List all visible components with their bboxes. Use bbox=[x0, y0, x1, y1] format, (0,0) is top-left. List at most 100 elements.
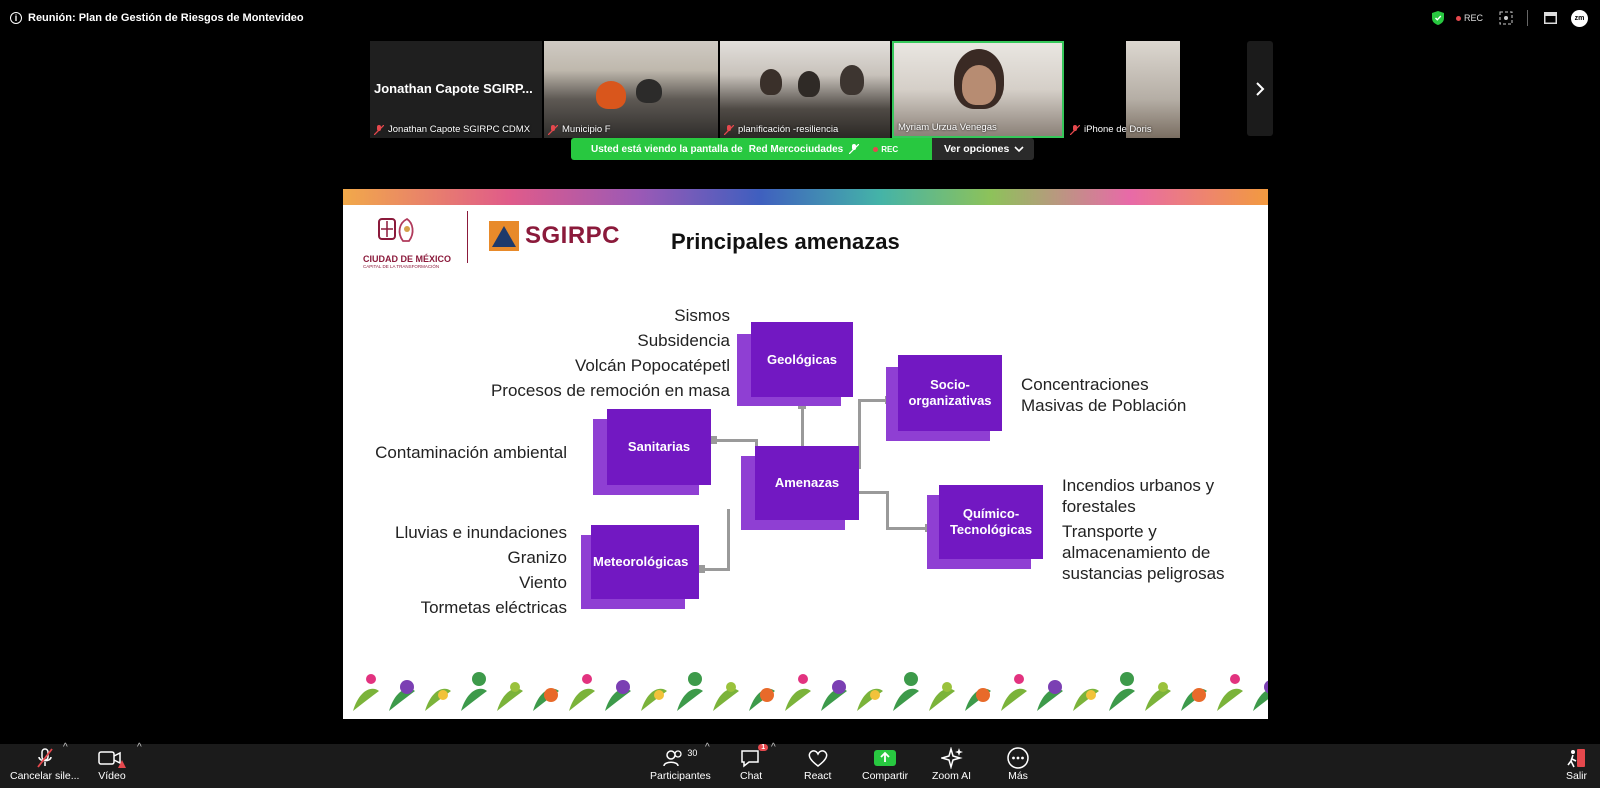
audio-options-caret-icon[interactable]: ^ bbox=[63, 742, 68, 753]
layout-grid-icon[interactable] bbox=[1544, 12, 1557, 24]
active-speaker-tile[interactable]: Myriam Urzua Venegas bbox=[892, 41, 1064, 138]
muted-mic-icon bbox=[724, 124, 734, 135]
decor-leaf bbox=[353, 688, 379, 711]
box-socio-organizativas: Socio- organizativas bbox=[886, 355, 1004, 441]
muted-mic-icon bbox=[849, 144, 860, 154]
participant-name-row: planificación -resiliencia bbox=[724, 124, 838, 135]
title-bar: i Reunión: Plan de Gestión de Riesgos de… bbox=[0, 0, 1600, 36]
rec-dot-icon bbox=[873, 146, 879, 152]
mute-button[interactable]: Cancelar sile... bbox=[10, 746, 79, 782]
decor-flower bbox=[1014, 674, 1024, 684]
leave-label: Salir bbox=[1566, 770, 1588, 782]
decor-leaf bbox=[569, 688, 595, 711]
react-label: React bbox=[804, 770, 832, 782]
list-item: Transporte y bbox=[1062, 522, 1157, 541]
video-options-caret-icon[interactable]: ^ bbox=[137, 742, 142, 753]
decor-leaf bbox=[677, 688, 703, 711]
decor-leaf bbox=[821, 688, 847, 711]
shared-slide: CIUDAD DE MÉXICO CAPITAL DE LA TRANSFORM… bbox=[343, 189, 1268, 719]
quimico-list: Incendios urbanos y forestales Transport… bbox=[1062, 475, 1225, 584]
decor-flower bbox=[1086, 690, 1096, 700]
logo-divider bbox=[467, 211, 468, 263]
view-mode-icon[interactable] bbox=[1499, 11, 1513, 25]
participant-name: Myriam Urzua Venegas bbox=[898, 122, 997, 133]
sgirpc-triangle-icon bbox=[489, 221, 519, 251]
list-item: Tormetas eléctricas bbox=[420, 598, 567, 617]
decor-leaf bbox=[605, 688, 631, 711]
decor-leaf bbox=[929, 688, 955, 711]
decor-leaf bbox=[1037, 688, 1063, 711]
connector-line bbox=[858, 399, 886, 402]
decor-flower bbox=[1048, 680, 1062, 694]
list-item: Masivas de Población bbox=[1021, 396, 1187, 415]
decor-flower bbox=[726, 682, 736, 692]
list-item: Sismos bbox=[674, 306, 730, 325]
muted-mic-icon bbox=[1070, 124, 1080, 135]
decor-leaf bbox=[425, 688, 451, 711]
participant-tile[interactable]: planificación -resiliencia bbox=[720, 41, 890, 138]
decor-flower bbox=[1158, 682, 1168, 692]
sgirpc-logo-text: SGIRPC bbox=[525, 222, 621, 249]
decor-flower bbox=[438, 690, 448, 700]
participant-tile[interactable]: iPhone de Doris bbox=[1066, 41, 1180, 138]
video-feed bbox=[1126, 41, 1180, 138]
leave-button[interactable]: Salir bbox=[1566, 746, 1587, 782]
participant-name: Municipio F bbox=[562, 124, 611, 135]
decor-flower bbox=[942, 682, 952, 692]
participant-name-row: Myriam Urzua Venegas bbox=[898, 122, 997, 133]
participants-button[interactable]: 30 Participantes bbox=[650, 746, 711, 782]
user-avatar[interactable]: zm bbox=[1571, 9, 1588, 27]
decor-flower bbox=[688, 672, 702, 686]
security-shield-icon[interactable] bbox=[1431, 11, 1444, 25]
leave-icon bbox=[1566, 749, 1585, 768]
decor-leaf bbox=[497, 688, 523, 711]
sparkle-icon bbox=[940, 747, 963, 769]
video-person-shape bbox=[596, 81, 626, 109]
decor-flower bbox=[616, 680, 630, 694]
participant-name: iPhone de Doris bbox=[1084, 124, 1152, 135]
list-item: almacenamiento de bbox=[1062, 543, 1211, 562]
decor-flower bbox=[870, 690, 880, 700]
list-item: Contaminación ambiental bbox=[375, 443, 567, 462]
connector-line bbox=[709, 439, 757, 442]
connector-cap bbox=[709, 436, 717, 444]
decor-flower bbox=[976, 688, 990, 702]
decor-leaf bbox=[1073, 688, 1099, 711]
chat-caret-icon[interactable]: ^ bbox=[771, 742, 776, 753]
share-label: Compartir bbox=[862, 770, 909, 782]
decor-flower bbox=[544, 688, 558, 702]
participant-tile[interactable]: Jonathan Capote SGIRP... Jonathan Capote… bbox=[370, 41, 542, 138]
video-person-shape bbox=[840, 65, 864, 95]
box-label: Químico- Tecnológicas bbox=[939, 485, 1043, 559]
chat-button[interactable]: 1 Chat bbox=[740, 744, 769, 782]
share-screen-button[interactable]: Compartir bbox=[862, 746, 908, 782]
strip-next-button[interactable] bbox=[1247, 41, 1273, 136]
video-button[interactable]: Vídeo bbox=[98, 746, 126, 782]
decor-leaf bbox=[1001, 688, 1027, 711]
recording-indicator[interactable]: REC bbox=[1455, 13, 1483, 23]
zoom-ai-button[interactable]: Zoom AI bbox=[932, 746, 971, 782]
decor-flower bbox=[654, 690, 664, 700]
list-item: Subsidencia bbox=[637, 331, 730, 350]
list-item: Volcán Popocatépetl bbox=[574, 356, 730, 375]
decor-flower bbox=[1230, 674, 1240, 684]
muted-mic-icon bbox=[37, 748, 53, 768]
decor-flower bbox=[472, 672, 486, 686]
info-icon[interactable]: i bbox=[10, 12, 22, 24]
react-button[interactable]: React bbox=[804, 746, 831, 782]
connector-cap bbox=[697, 565, 705, 573]
meeting-title: Reunión: Plan de Gestión de Riesgos de M… bbox=[28, 12, 304, 24]
more-button[interactable]: Más bbox=[1007, 746, 1029, 782]
heart-icon bbox=[808, 750, 828, 767]
participant-big-name: Jonathan Capote SGIRP... bbox=[374, 81, 533, 96]
connector-line bbox=[855, 491, 887, 494]
muted-mic-icon bbox=[374, 124, 384, 135]
rec-dot-icon bbox=[1455, 15, 1461, 21]
view-options-button[interactable]: Ver opciones bbox=[932, 138, 1035, 160]
participant-tile[interactable]: Municipio F bbox=[544, 41, 718, 138]
screen-share-banner: Usted está viendo la pantalla de Red Mer… bbox=[571, 138, 1035, 160]
meteorologicas-list: Lluvias e inundaciones Granizo Viento To… bbox=[395, 520, 567, 620]
decor-leaf bbox=[1253, 689, 1268, 711]
participants-caret-icon[interactable]: ^ bbox=[705, 742, 710, 753]
box-geologicas: Geológicas bbox=[737, 322, 853, 407]
